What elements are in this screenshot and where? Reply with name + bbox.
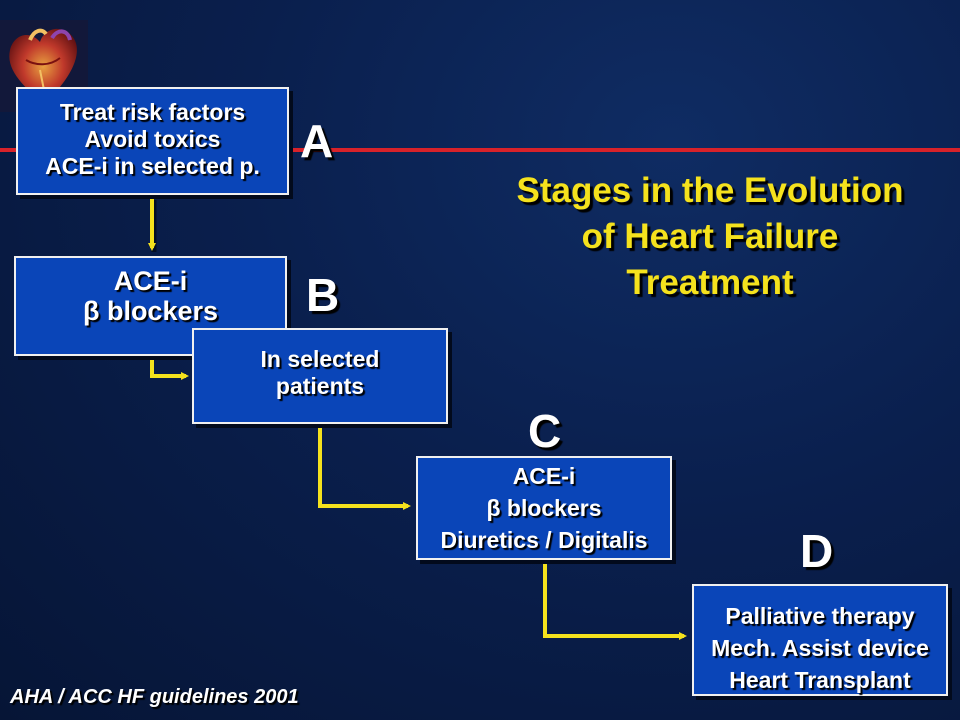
stage-a-box: Treat risk factors Avoid toxics ACE-i in… [16, 87, 289, 195]
stage-b-label: B [306, 269, 340, 321]
stage-d-line-2: Mech. Assist device [711, 635, 929, 661]
arrow-selected-to-c [318, 428, 411, 510]
stage-a-line-3: ACE-i in selected p. [45, 153, 260, 179]
stage-b-selected-patients-box: In selected patients [192, 328, 448, 424]
selected-patients-line-1: In selected [260, 346, 380, 372]
stage-b-line-1: ACE-i [113, 266, 188, 296]
arrow-c-to-d [543, 564, 687, 640]
selected-patients-line-2: patients [275, 373, 365, 399]
stage-a-label: A [300, 115, 334, 167]
stage-d-label: D [800, 525, 834, 577]
stage-d-line-1: Palliative therapy [725, 603, 915, 629]
slide-title: Stages in the Evolution of Heart Failure… [470, 168, 950, 306]
source-citation: AHA / ACC HF guidelines 2001 [10, 686, 299, 708]
stage-c-line-1: ACE-i [512, 463, 576, 489]
stage-c-line-2: β blockers [486, 495, 602, 521]
title-line-2: of Heart Failure [581, 217, 839, 256]
stage-d-line-3: Heart Transplant [729, 667, 911, 693]
stage-a-line-2: Avoid toxics [84, 126, 221, 152]
title-line-3: Treatment [626, 263, 794, 302]
stage-a-line-1: Treat risk factors [59, 99, 246, 125]
stage-d-box: Palliative therapy Mech. Assist device H… [692, 584, 948, 696]
stage-c-box: ACE-i β blockers Diuretics / Digitalis [416, 456, 672, 560]
stage-b-line-2: β blockers [82, 296, 219, 326]
arrow-b-to-selected [150, 360, 189, 380]
title-line-1: Stages in the Evolution [516, 171, 904, 210]
stage-c-line-3: Diuretics / Digitalis [440, 527, 648, 553]
stage-c-label: C [528, 405, 562, 457]
red-horizontal-rule [0, 148, 960, 152]
arrow-a-to-b [148, 198, 157, 252]
